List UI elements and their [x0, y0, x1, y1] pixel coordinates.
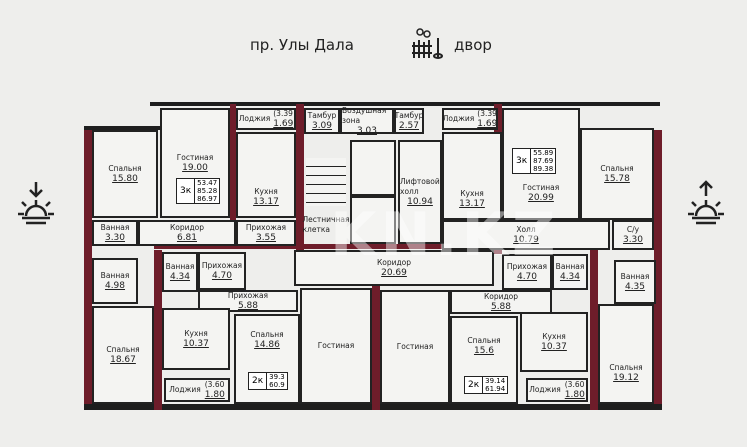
room-staircase: Лестничная клетка	[302, 215, 350, 234]
yard-fence-tree-icon	[412, 28, 443, 59]
yard-label: двор	[454, 36, 492, 54]
sunset-arrow-up-icon	[688, 180, 724, 225]
elevator-shaft	[350, 140, 396, 196]
room-living: Гостиная	[380, 290, 450, 404]
stairs	[306, 158, 346, 206]
watermark: KN.KZ	[330, 200, 560, 270]
room-living: Гостиная	[300, 288, 372, 404]
elevator-shaft	[350, 196, 396, 244]
street-label: пр. Улы Дала	[250, 36, 354, 54]
sunrise-arrow-down-icon	[18, 182, 54, 225]
